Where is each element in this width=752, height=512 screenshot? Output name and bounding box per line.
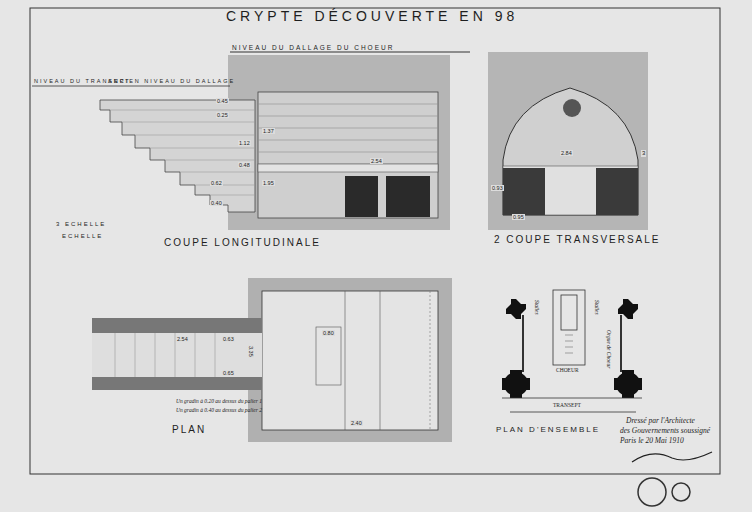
view-caption: COUPE LONGITUDINALE	[164, 237, 321, 248]
signature-note: Dressé par l'Architecte	[626, 417, 695, 425]
pier-symbols	[502, 299, 642, 398]
level-note: ANCIEN NIVEAU DU DALLAGE	[108, 78, 235, 84]
scale-note: 3 ECHELLE	[56, 221, 106, 228]
room-label: Stalles	[594, 300, 600, 315]
dimension: 0.48	[238, 162, 251, 168]
dimension: 2.84	[560, 150, 573, 156]
room-label: Stalles	[534, 300, 540, 315]
dimension: 0.45	[216, 98, 229, 104]
dimension: 1.95	[262, 180, 275, 186]
view-caption: 2 COUPE TRANSVERSALE	[494, 234, 661, 245]
dimension: 3.35	[248, 345, 254, 358]
dimension: 0.65	[222, 370, 235, 376]
dimension: 0.93	[491, 185, 504, 191]
scale-note: ECHELLE	[62, 233, 103, 240]
room-label: Orgue de Choeur	[606, 330, 612, 368]
signature-note: Paris le 20 Mai 1910	[620, 437, 684, 445]
dimension: 3	[641, 150, 646, 157]
dimension: 0.25	[216, 112, 229, 118]
view-caption: PLAN	[172, 424, 206, 435]
plan-note: Un gradin à 0.40 au dessus du palier 2	[176, 407, 262, 413]
level-note: NIVEAU DU DALLAGE DU CHOEUR	[232, 44, 394, 51]
room-label: TRANSEPT	[553, 402, 581, 408]
dimension: 2.54	[176, 336, 189, 342]
section-ground	[488, 52, 648, 230]
section-ground	[228, 55, 450, 230]
room-label: CHOEUR	[556, 367, 579, 373]
plan-walls	[248, 278, 452, 442]
frame	[30, 8, 720, 474]
dimension: 1.12	[238, 140, 251, 146]
staircase	[100, 100, 255, 212]
dimension: 1.37	[262, 128, 275, 134]
dimension: 0.62	[210, 180, 223, 186]
dimension: 0.80	[322, 330, 335, 336]
view-caption: PLAN D'ENSEMBLE	[496, 426, 600, 435]
signature-note: des Gouvernements soussigné	[620, 427, 710, 435]
dimension: 2.54	[370, 158, 383, 164]
pointed-arch	[503, 88, 638, 215]
dimension: 2.40	[350, 420, 363, 426]
plan-note: Un gradin à 0.20 au dessus du palier 1	[176, 398, 262, 404]
dimension: 0.95	[512, 214, 525, 220]
drawing-title: CRYPTE DÉCOUVERTE EN 98	[226, 9, 518, 24]
dimension: 0.40	[210, 200, 223, 206]
crypt-chamber	[258, 92, 438, 218]
dimension: 0.63	[222, 336, 235, 342]
